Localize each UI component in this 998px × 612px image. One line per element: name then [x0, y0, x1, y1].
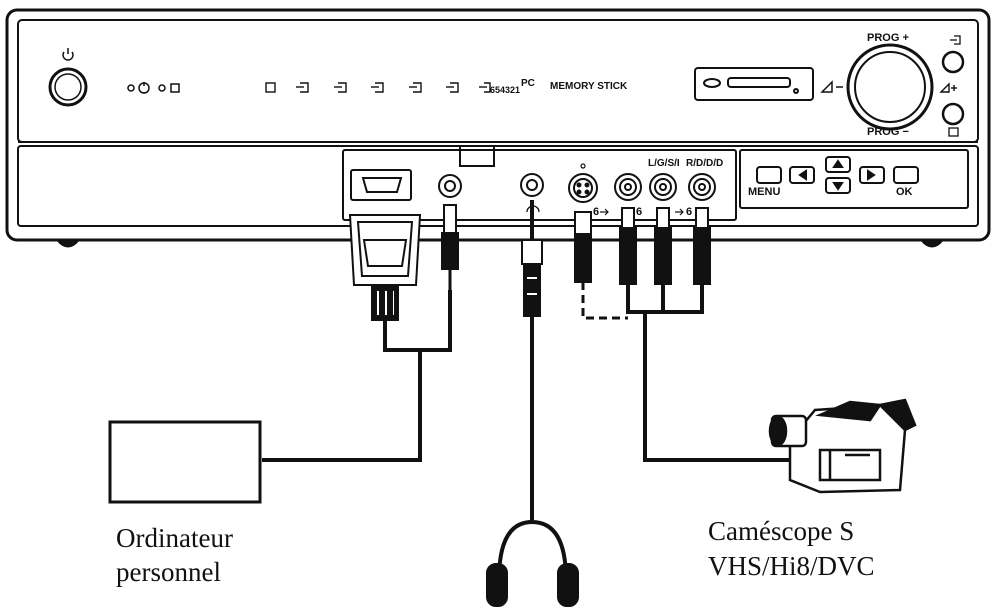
input-indicator-icons [265, 82, 491, 93]
s-video-port-number: 6 [593, 206, 600, 218]
audio-left-rca-jack[interactable] [649, 173, 677, 201]
cables [262, 282, 790, 520]
power-icon [62, 48, 74, 61]
camcorder-label-line1: Caméscope S [708, 516, 855, 546]
indicator-lights [127, 82, 180, 94]
menu-label: MENU [748, 186, 781, 198]
volume-minus-icon [820, 80, 843, 93]
s-video-icon [580, 163, 586, 169]
computer-label-line1: Ordinateur [116, 523, 233, 553]
pc-label: PC [521, 78, 535, 89]
memory-stick-label: MEMORY STICK [550, 81, 628, 92]
pc-audio-plug [441, 204, 459, 290]
menu-button[interactable] [756, 166, 782, 184]
lgs-label: L/G/S/I [648, 158, 680, 169]
up-arrow-button[interactable] [825, 156, 851, 173]
indicator-code-label: 654321 [490, 85, 521, 95]
prog-minus-label: PROG − [867, 126, 909, 138]
input-icon [950, 35, 961, 45]
tv-icon [948, 127, 959, 137]
input-select-button[interactable] [941, 50, 965, 74]
connector-panel [342, 145, 737, 221]
program-dial[interactable] [846, 43, 934, 131]
power-button[interactable] [48, 67, 88, 107]
memory-stick-slot[interactable] [694, 67, 814, 101]
rddd-label: R/D/D/D [686, 158, 724, 169]
computer-box [108, 420, 262, 504]
menu-control-panel [739, 149, 969, 209]
headphone-plug [521, 200, 543, 317]
video-rca-jack[interactable] [614, 173, 642, 201]
camcorder-label-line2: VHS/Hi8/DVC [708, 551, 875, 581]
tv-unit [5, 8, 991, 248]
vga-plug [348, 214, 422, 321]
ok-button[interactable] [893, 166, 919, 184]
s-video-plug [574, 211, 592, 283]
volume-plus-icon [939, 82, 957, 93]
right-arrow-button[interactable] [859, 166, 885, 184]
pc-audio-jack[interactable] [438, 174, 462, 198]
video-port-number: 6 [636, 206, 643, 218]
prog-plus-label: PROG + [867, 32, 909, 44]
headphones-icon [486, 519, 579, 607]
computer-label-line2: personnel [116, 557, 221, 587]
audio-port-number: 6 [686, 206, 693, 218]
tv-mode-button[interactable] [941, 102, 965, 126]
rca-plugs [619, 207, 711, 285]
pc-vga-port[interactable] [350, 169, 412, 201]
down-arrow-button[interactable] [825, 177, 851, 194]
audio-right-rca-jack[interactable] [688, 173, 716, 201]
headphone-jack[interactable] [520, 173, 544, 197]
s-video-jack[interactable] [568, 173, 598, 203]
input-arrow-icons [600, 208, 684, 216]
camcorder-icon [768, 398, 917, 494]
left-arrow-button[interactable] [789, 166, 815, 184]
ok-label: OK [896, 186, 913, 198]
